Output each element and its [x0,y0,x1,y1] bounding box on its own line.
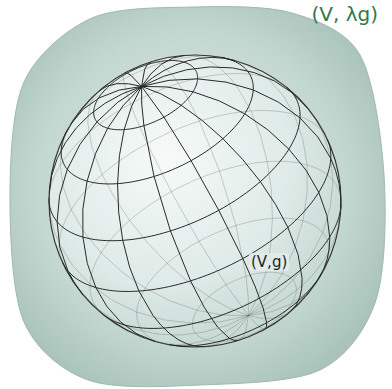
sphere-body [49,55,341,347]
sphere-grid [49,55,341,346]
inner-sphere: (V,g) [47,53,343,349]
inner-sphere-outline [47,53,343,349]
node-label: (V,g) [249,253,289,271]
node-label: (V, λg) [311,2,378,26]
outer-blob [10,7,385,387]
sphere-grid-back [49,55,341,346]
